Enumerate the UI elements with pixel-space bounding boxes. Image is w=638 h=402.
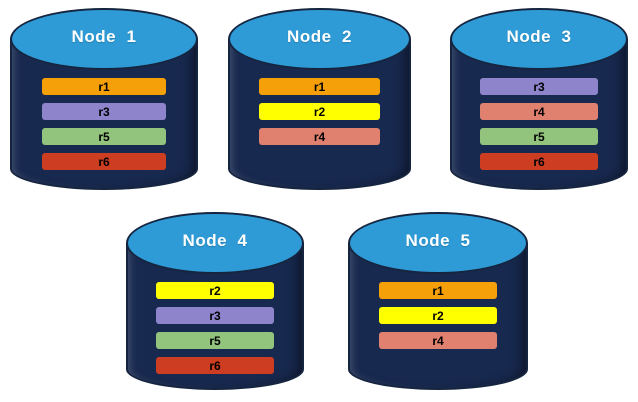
node-3-replica-r6[interactable]: r6 (480, 153, 598, 170)
node-3-replica-list: r3 r4 r5 r6 (450, 78, 628, 170)
node-5-top-disc (348, 212, 528, 274)
node-2-top-disc (228, 8, 411, 70)
node-2-replica-r4[interactable]: r4 (259, 128, 380, 145)
node-1-title: Node 1 (71, 26, 137, 46)
node-4-replica-r3[interactable]: r3 (156, 307, 274, 324)
node-4-top-disc (126, 212, 304, 274)
node-2-replica-r2[interactable]: r2 (259, 103, 380, 120)
node-5-replica-r4[interactable]: r4 (378, 332, 498, 349)
node-5-replica-list: r1 r2 r4 (348, 282, 528, 349)
node-2-title: Node 2 (287, 26, 352, 46)
node-3[interactable]: Node 3 r3 r4 r5 r6 (450, 8, 628, 190)
node-4-title: Node 4 (182, 230, 248, 250)
node-3-replica-r4[interactable]: r4 (480, 103, 598, 120)
node-2[interactable]: Node 2 r1 r2 r4 (228, 8, 411, 190)
node-3-top-disc (450, 8, 628, 70)
node-5[interactable]: Node 5 r1 r2 r4 (348, 212, 528, 390)
node-1-replica-r5[interactable]: r5 (41, 128, 167, 145)
node-5-title: Node 5 (405, 230, 471, 250)
node-3-replica-r5[interactable]: r5 (480, 128, 598, 145)
node-4[interactable]: Node 4 r2 r3 r5 r6 (126, 212, 304, 390)
node-4-replica-list: r2 r3 r5 r6 (126, 282, 304, 374)
node-5-replica-r1[interactable]: r1 (378, 282, 498, 299)
node-5-replica-r2[interactable]: r2 (378, 307, 498, 324)
node-2-replica-list: r1 r2 r4 (228, 78, 411, 145)
node-1[interactable]: Node 1 r1 r3 r5 r6 (10, 8, 198, 190)
node-4-replica-r6[interactable]: r6 (156, 357, 274, 374)
node-1-replica-list: r1 r3 r5 r6 (10, 78, 198, 170)
node-4-replica-r2[interactable]: r2 (156, 282, 274, 299)
node-3-title: Node 3 (506, 26, 572, 46)
node-3-replica-r3[interactable]: r3 (480, 78, 598, 95)
node-2-replica-r1[interactable]: r1 (259, 78, 380, 95)
node-1-replica-r3[interactable]: r3 (41, 103, 167, 120)
node-1-top-disc (10, 8, 198, 70)
node-4-replica-r5[interactable]: r5 (156, 332, 274, 349)
node-1-replica-r1[interactable]: r1 (41, 78, 167, 95)
node-1-replica-r6[interactable]: r6 (41, 153, 167, 170)
